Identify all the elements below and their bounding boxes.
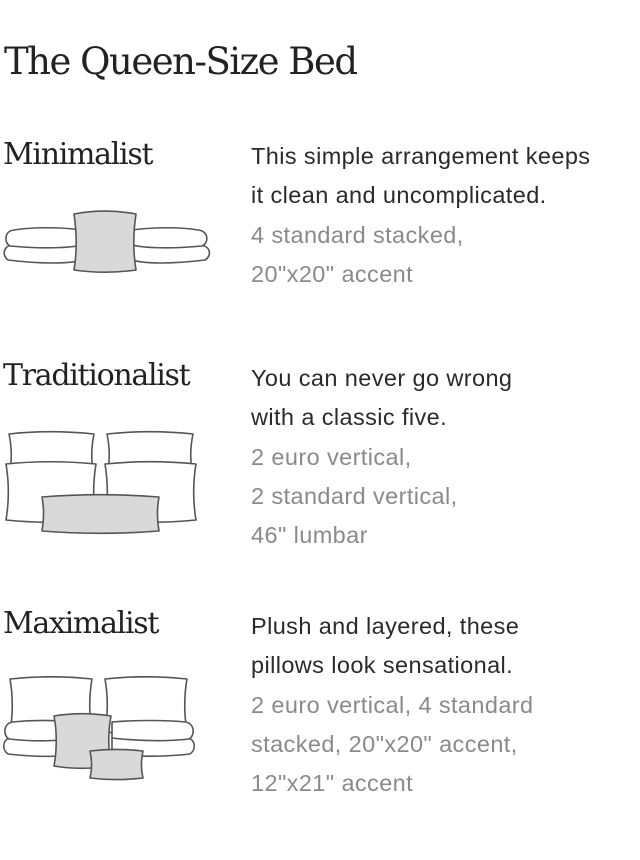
description-line: Plush and layered, these (251, 613, 520, 639)
spec-line: 2 euro vertical, 4 standard (251, 691, 534, 718)
lumbar-pillow-46in (41, 493, 160, 535)
standard-pillow-right-top (131, 226, 208, 249)
spec-line: 2 standard vertical, (251, 482, 458, 509)
section-text-minimalist: This simple arrangement keeps it clean a… (251, 137, 636, 294)
description-line: This simple arrangement keeps (251, 143, 591, 169)
spec-line: 4 standard stacked, (251, 221, 464, 248)
spec-line: 2 euro vertical, (251, 443, 412, 470)
minimalist-pillow-illustration (3, 210, 211, 274)
standard-pillow-left-top (5, 226, 83, 249)
description-line: with a classic five. (251, 404, 448, 431)
section-text-traditionalist: You can never go wrong with a classic fi… (251, 359, 636, 555)
section-title-maximalist: Maximalist (3, 606, 159, 641)
description-line: You can never go wrong (251, 365, 513, 391)
spec-line: 12"x21" accent (251, 770, 414, 797)
maximalist-pillow-illustration (2, 676, 196, 781)
accent-pillow-20x20 (73, 210, 137, 274)
spec-line: 46" lumbar (251, 522, 368, 549)
section-title-traditionalist: Traditionalist (3, 358, 191, 393)
traditionalist-pillow-illustration (5, 430, 197, 535)
description-line: pillows look sensational. (251, 652, 514, 679)
spec-line: 20"x20" accent (251, 260, 414, 287)
section-title-minimalist: Minimalist (3, 137, 154, 172)
standard-pillow-right-top (111, 719, 194, 742)
section-text-maximalist: Plush and layered, these pillows look se… (251, 607, 636, 803)
accent-pillow-12x21 (89, 748, 144, 781)
spec-line: stacked, 20"x20" accent, (251, 730, 518, 757)
page-title: The Queen-Size Bed (4, 40, 358, 83)
description-line: it clean and uncomplicated. (251, 182, 547, 209)
